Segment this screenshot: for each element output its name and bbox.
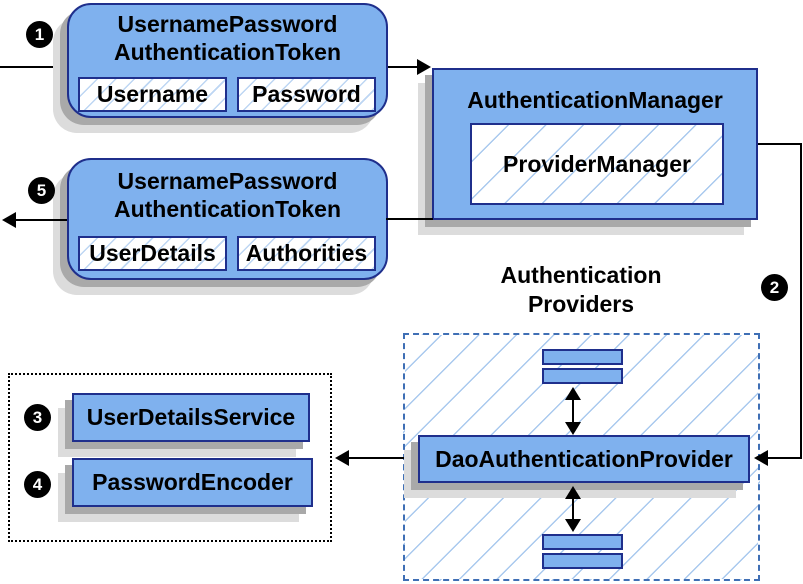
arrowhead-up-bottom-icon bbox=[565, 486, 581, 499]
user-details-service-label: UserDetailsService bbox=[86, 404, 296, 430]
authentication-manager-box: AuthenticationManager ProviderManager bbox=[432, 68, 758, 220]
authorities-field-box: Authorities bbox=[237, 236, 376, 271]
authorities-field-label: Authorities bbox=[245, 240, 368, 266]
arrowhead-down-bottom-icon bbox=[565, 519, 581, 532]
step-1-badge: 1 bbox=[26, 21, 53, 48]
user-details-field-label: UserDetails bbox=[89, 240, 216, 266]
wire-manager-to-result bbox=[386, 218, 433, 220]
provider-manager-label: ProviderManager bbox=[503, 150, 691, 177]
token-request-title-line1: UsernamePassword bbox=[117, 11, 338, 37]
token-request-title-line2: AuthenticationToken bbox=[113, 39, 341, 65]
authentication-providers-heading-line1: Authentication bbox=[500, 262, 662, 288]
wire-dao-to-services bbox=[337, 457, 411, 459]
step-2-badge: 2 bbox=[761, 274, 788, 301]
authentication-manager-title: AuthenticationManager bbox=[467, 87, 723, 113]
arrowhead-into-services-icon bbox=[335, 450, 349, 466]
authentication-providers-heading-line2: Providers bbox=[527, 291, 635, 317]
wire-bars-top-dao bbox=[572, 396, 574, 426]
password-field-label: Password bbox=[252, 81, 361, 107]
token-request-title: UsernamePassword AuthenticationToken bbox=[69, 10, 386, 66]
token-request-box: UsernamePassword AuthenticationToken Use… bbox=[67, 3, 388, 118]
arrowhead-result-out-icon bbox=[2, 212, 16, 228]
authentication-providers-heading: Authentication Providers bbox=[446, 261, 716, 319]
wire-dao-bars-bottom bbox=[572, 495, 574, 523]
user-details-service-box: UserDetailsService bbox=[72, 393, 310, 442]
dao-authentication-provider-label: DaoAuthenticationProvider bbox=[435, 445, 733, 472]
arrowhead-into-dao-icon bbox=[754, 450, 768, 466]
arrowhead-up-top-icon bbox=[565, 387, 581, 400]
token-result-box: UsernamePassword AuthenticationToken Use… bbox=[67, 158, 388, 280]
step-5-badge: 5 bbox=[28, 177, 55, 204]
username-field-box: Username bbox=[78, 77, 227, 112]
user-details-field-box: UserDetails bbox=[78, 236, 227, 271]
dao-authentication-provider-box: DaoAuthenticationProvider bbox=[418, 435, 750, 483]
wire-into-dao bbox=[766, 457, 802, 459]
username-field-label: Username bbox=[96, 81, 209, 107]
provider-bar-bottom-1 bbox=[542, 534, 623, 550]
provider-bar-top-2 bbox=[542, 368, 623, 384]
wire-manager-down bbox=[800, 143, 802, 459]
step-4-badge: 4 bbox=[24, 471, 51, 498]
password-field-box: Password bbox=[237, 77, 376, 112]
arrowhead-down-top-icon bbox=[565, 422, 581, 435]
wire-result-out bbox=[14, 219, 67, 221]
services-group-frame bbox=[8, 373, 332, 542]
password-encoder-box: PasswordEncoder bbox=[72, 458, 313, 507]
step-3-badge: 3 bbox=[24, 404, 51, 431]
token-result-title-line1: UsernamePassword bbox=[117, 168, 338, 194]
provider-manager-box: ProviderManager bbox=[470, 123, 724, 205]
provider-bar-top-1 bbox=[542, 349, 623, 365]
provider-bar-bottom-2 bbox=[542, 553, 623, 569]
token-result-title-line2: AuthenticationToken bbox=[113, 196, 341, 222]
wire-manager-right bbox=[758, 143, 802, 145]
arrowhead-into-authentication-manager-icon bbox=[417, 59, 431, 75]
password-encoder-label: PasswordEncoder bbox=[92, 469, 293, 495]
token-result-title: UsernamePassword AuthenticationToken bbox=[69, 167, 386, 223]
